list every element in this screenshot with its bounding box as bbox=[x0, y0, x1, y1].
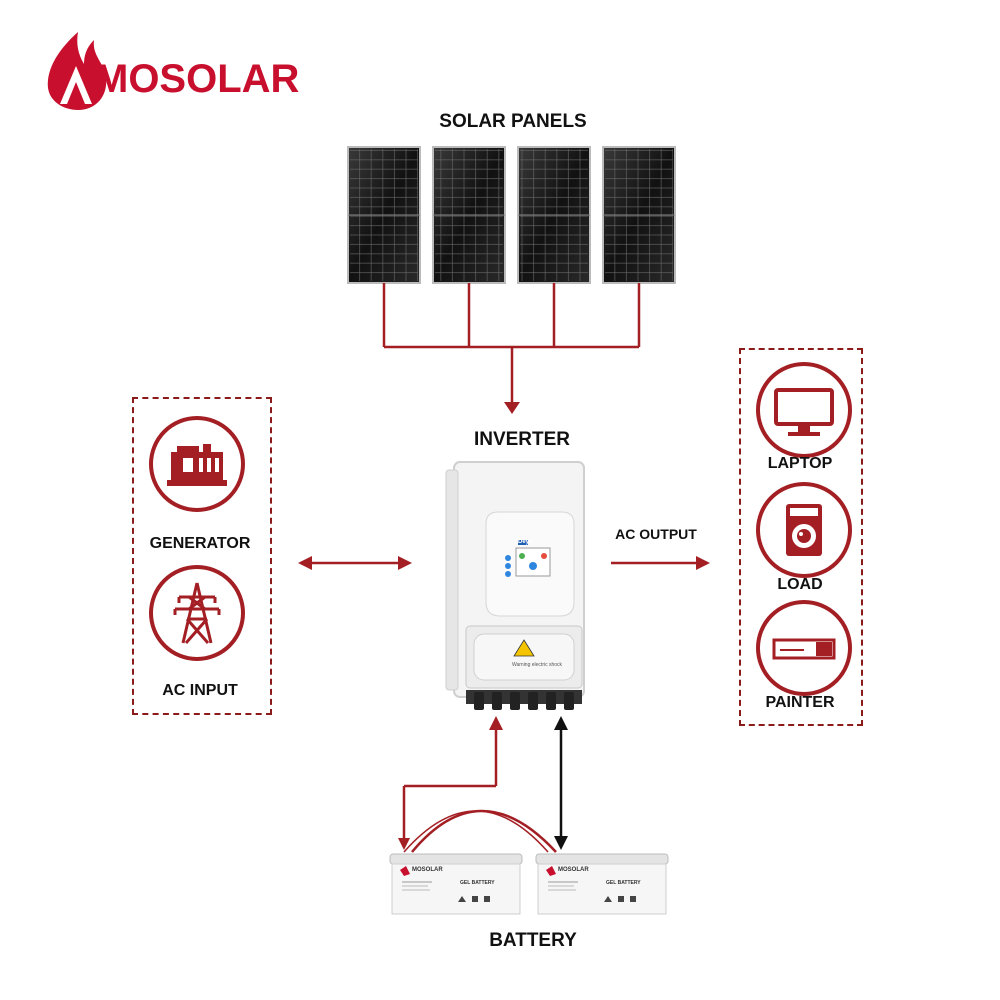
generator-icon-circle bbox=[149, 416, 245, 512]
washing-machine-icon bbox=[786, 504, 822, 556]
inverter-title: INVERTER bbox=[473, 429, 571, 450]
ac-input-icon-circle bbox=[149, 565, 245, 661]
battery-positive-wire bbox=[402, 728, 557, 853]
solar-panel-2 bbox=[432, 146, 506, 284]
brand-logo bbox=[38, 30, 298, 120]
laptop-icon-circle bbox=[756, 362, 852, 458]
brand-name: MOSOLAR bbox=[95, 57, 300, 101]
flame-icon bbox=[47, 32, 107, 110]
arrow-down-icon bbox=[398, 838, 410, 850]
arrow-down-icon bbox=[504, 402, 520, 414]
solar-panels-title: SOLAR PANELS bbox=[439, 111, 587, 132]
inverter-screen-brand: Deye bbox=[518, 539, 533, 545]
battery-title: BATTERY bbox=[489, 930, 577, 951]
generator-label: GENERATOR bbox=[149, 535, 251, 552]
painter-label: PAINTER bbox=[765, 694, 835, 711]
monitor-icon bbox=[774, 388, 834, 436]
ac-output-label: AC OUTPUT bbox=[615, 526, 697, 542]
battery-2-type: GEL BATTERY bbox=[606, 880, 641, 886]
solar-panel-3 bbox=[517, 146, 591, 284]
panel-wiring bbox=[382, 283, 641, 402]
load-icon-circle bbox=[756, 482, 852, 578]
battery-2-brand: MOSOLAR bbox=[558, 867, 589, 873]
power-tower-icon bbox=[173, 582, 221, 644]
input-sources-box bbox=[132, 397, 272, 715]
printer-icon bbox=[772, 638, 836, 660]
ac-input-label: AC INPUT bbox=[162, 682, 238, 699]
arrow-up-icon bbox=[489, 716, 503, 730]
battery-1: MOSOLAR GEL BATTERY bbox=[388, 852, 524, 916]
load-label: LOAD bbox=[777, 576, 823, 593]
painter-icon-circle bbox=[756, 600, 852, 696]
loads-box bbox=[739, 348, 863, 726]
battery-2: MOSOLAR GEL BATTERY bbox=[534, 852, 670, 916]
laptop-label: LAPTOP bbox=[767, 455, 833, 472]
solar-panel-4 bbox=[602, 146, 676, 284]
inverter-device: Deye Warning electric shock bbox=[440, 461, 590, 712]
ac-output-arrow bbox=[611, 556, 710, 570]
solar-panel-1 bbox=[347, 146, 421, 284]
battery-negative-wire bbox=[554, 716, 568, 850]
generator-inverter-arrow bbox=[298, 556, 412, 570]
generator-icon bbox=[167, 444, 227, 486]
inverter-warning-text: Warning electric shock bbox=[511, 662, 563, 668]
battery-1-type: GEL BATTERY bbox=[460, 880, 495, 886]
battery-1-brand: MOSOLAR bbox=[412, 867, 443, 873]
